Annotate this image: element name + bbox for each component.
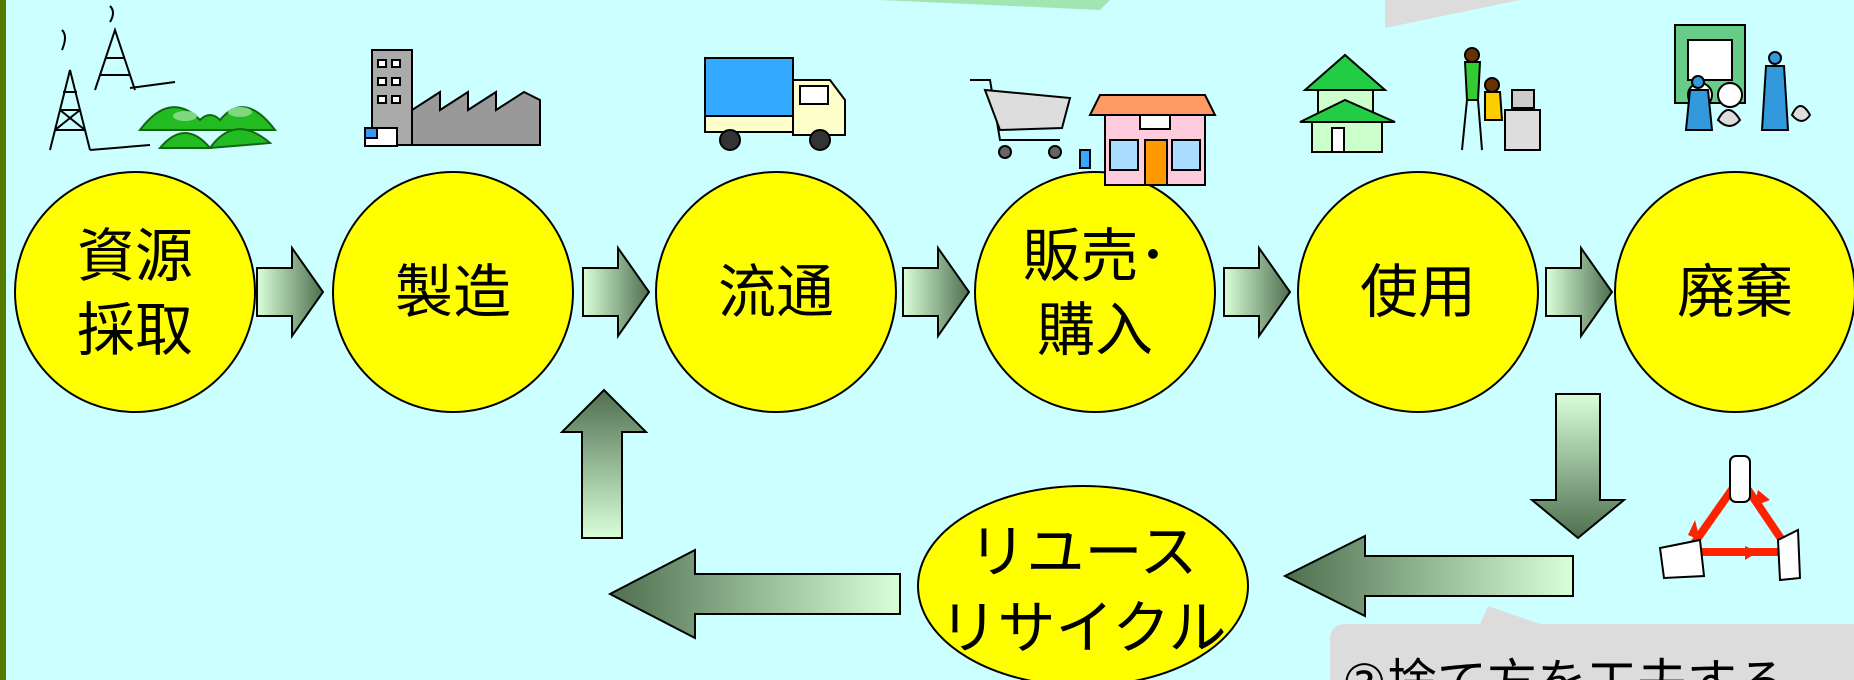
- flow-arrow-2: [582, 244, 651, 340]
- node-reuse-recycle: リユース リサイクル: [917, 485, 1249, 680]
- callout-bubble: ②捨て方を工夫する: [1330, 606, 1854, 680]
- node-distribution: 流通: [655, 171, 897, 413]
- left-border: [0, 0, 6, 680]
- node-label-line: 流通: [718, 258, 834, 326]
- delivery-truck-icon: [704, 57, 846, 151]
- node-manufacturing: 製造: [332, 171, 574, 413]
- callout-text: ②捨て方を工夫する: [1342, 654, 1787, 680]
- up-arrow: [559, 388, 649, 539]
- node-label-line: 廃棄: [1677, 258, 1793, 326]
- house-and-computer-user-icon: [1299, 47, 1541, 153]
- node-disposal: 廃棄: [1614, 171, 1854, 413]
- flow-arrow-3: [902, 244, 971, 340]
- left-arrow-from-recycle: [607, 548, 901, 640]
- flow-arrow-1: [256, 244, 325, 340]
- factory-icon: [364, 49, 541, 147]
- node-sales-purchase: 販売･ 購入: [974, 171, 1216, 413]
- top-green-shape: [880, 0, 1110, 10]
- node-label-line: 使用: [1360, 258, 1476, 326]
- flow-arrow-5: [1545, 244, 1614, 340]
- node-label-line: リサイクル: [939, 594, 1226, 662]
- node-label-line: 資源: [77, 222, 193, 290]
- node-label-line: 採取: [77, 296, 193, 364]
- node-label-line: 購入: [1037, 296, 1153, 364]
- node-label-line: リユース: [968, 518, 1197, 586]
- flow-arrow-4: [1223, 244, 1292, 340]
- oil-derricks-and-hills-icon: [49, 5, 278, 151]
- down-arrow: [1529, 393, 1627, 540]
- recycle-triangle-icon: [1658, 455, 1802, 582]
- node-use: 使用: [1297, 171, 1539, 413]
- shopping-cart-and-shop-icon: [970, 79, 1217, 186]
- node-resource-extraction: 資源 採取: [14, 171, 256, 413]
- node-label-line: 製造: [395, 258, 511, 326]
- left-arrow-to-recycle: [1282, 534, 1574, 618]
- node-label-line: 販売･: [1022, 222, 1167, 290]
- garbage-truck-workers-icon: [1674, 24, 1812, 131]
- top-callout-shape: [1385, 0, 1520, 28]
